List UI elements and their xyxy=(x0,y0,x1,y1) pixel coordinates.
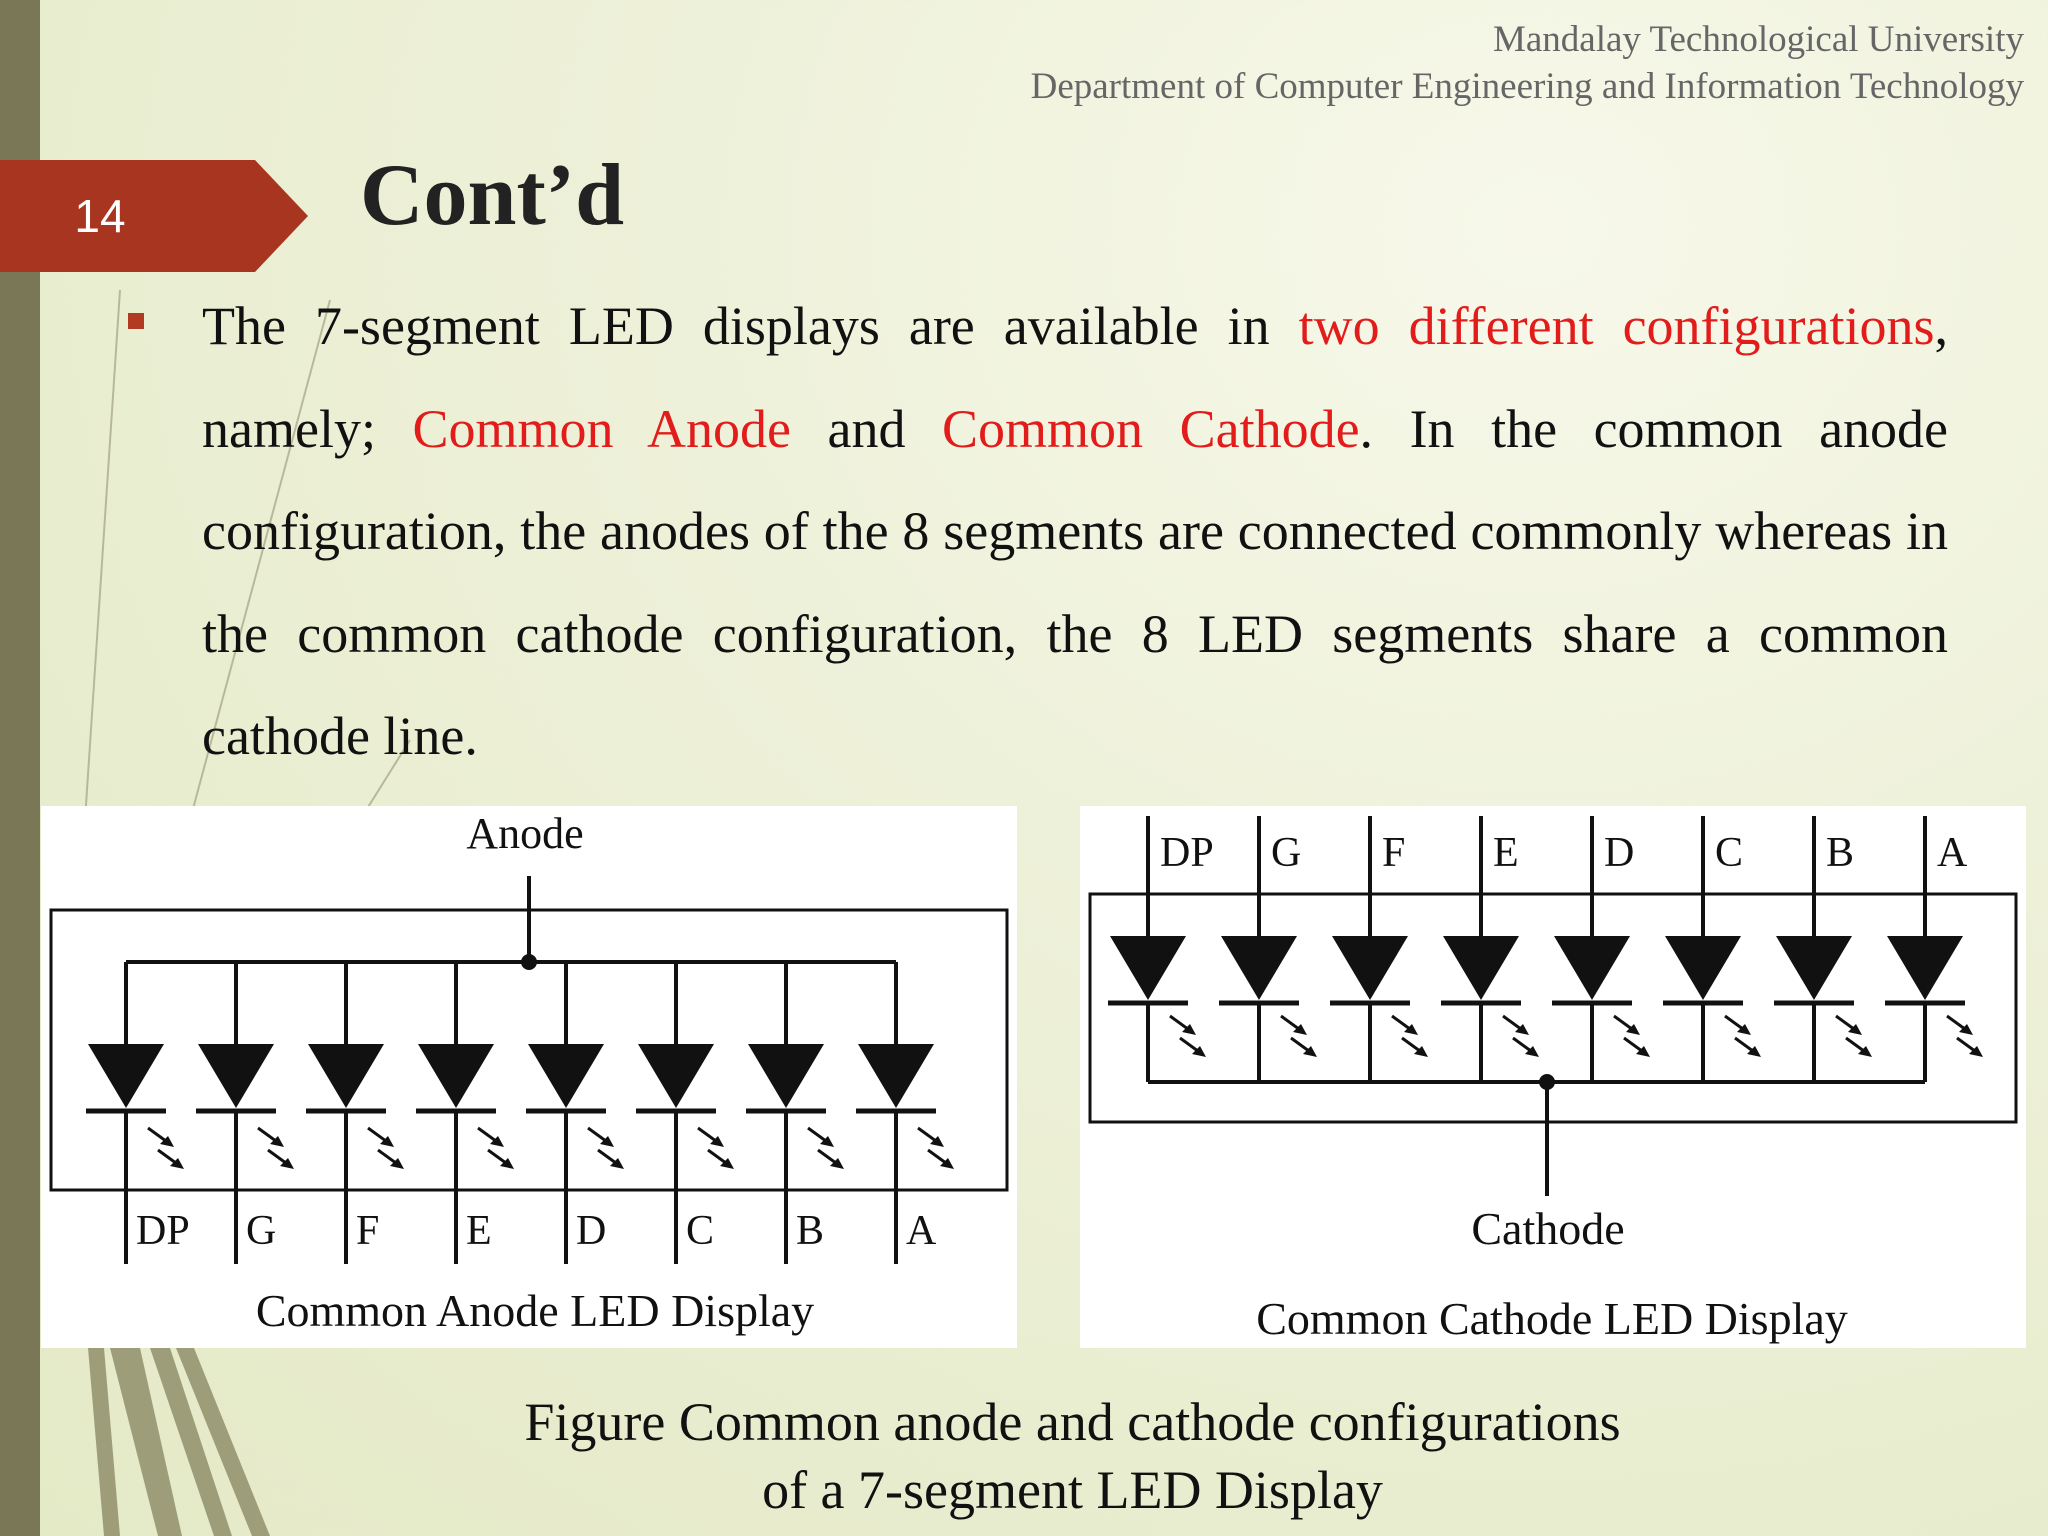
anode-segment-c-diode xyxy=(638,1044,714,1108)
anode-segment-a-label: A xyxy=(906,1208,937,1254)
cathode-segment-b-label: B xyxy=(1826,830,1854,876)
anode-segment-g-diode xyxy=(198,1044,274,1108)
anode-segment-f-diode xyxy=(308,1044,384,1108)
body-text-4: . In the common anode configuration, the… xyxy=(202,398,1948,767)
body-text-2: , namely; xyxy=(202,296,1948,459)
cathode-segment-d-label: D xyxy=(1604,830,1634,876)
slide-number: 14 xyxy=(74,190,126,242)
anode-segment-f-arrowhead-1 xyxy=(390,1158,404,1169)
cathode-segment-g-diode xyxy=(1221,936,1297,1000)
anode-segment-b-label: B xyxy=(796,1208,824,1254)
anode-segment-dp-arrowhead-1 xyxy=(170,1158,184,1169)
cathode-figure-title: Common Cathode LED Display xyxy=(1256,1293,1848,1344)
cathode-segment-d-diode xyxy=(1554,936,1630,1000)
cathode-segment-d-arrowhead-0 xyxy=(1626,1024,1640,1035)
cathode-segment-c-arrowhead-0 xyxy=(1737,1024,1751,1035)
anode-segment-e-arrowhead-1 xyxy=(500,1158,514,1169)
cathode-segment-dp-label: DP xyxy=(1160,830,1214,876)
body-text-3: and xyxy=(791,398,943,459)
anode-segment-a-arrowhead-1 xyxy=(940,1158,954,1169)
body-paragraph: The 7-segment LED displays are available… xyxy=(202,275,1948,788)
cathode-segment-dp-arrowhead-0 xyxy=(1182,1024,1196,1035)
cathode-enclosure xyxy=(1088,892,2018,1124)
figure-caption: Figure Common anode and cathode configur… xyxy=(0,1388,2048,1524)
cathode-segment-g-arrowhead-0 xyxy=(1293,1024,1307,1035)
cathode-segment-b-arrowhead-1 xyxy=(1858,1046,1872,1057)
anode-segment-c-label: C xyxy=(686,1208,714,1254)
anode-segment-b-diode xyxy=(748,1044,824,1108)
cathode-segment-f-arrowhead-1 xyxy=(1414,1046,1428,1057)
anode-segment-c-arrowhead-0 xyxy=(710,1136,724,1147)
anode-segment-e-label: E xyxy=(466,1208,492,1254)
cathode-segment-b-diode xyxy=(1776,936,1852,1000)
body-text-1: The 7-segment LED displays are available… xyxy=(202,296,1299,356)
caption-line-1: Figure Common anode and cathode configur… xyxy=(524,1392,1621,1452)
slide-title: Cont’d xyxy=(360,147,625,244)
anode-segment-c-arrowhead-1 xyxy=(720,1158,734,1169)
anode-segment-d-arrowhead-0 xyxy=(600,1136,614,1147)
cathode-label: Cathode xyxy=(1471,1203,1624,1254)
anode-segment-a-diode xyxy=(858,1044,934,1108)
anode-segment-dp-diode xyxy=(88,1044,164,1108)
cathode-segment-g-label: G xyxy=(1271,830,1301,876)
cathode-segment-a-arrowhead-1 xyxy=(1969,1046,1983,1057)
cathode-segment-e-arrowhead-0 xyxy=(1515,1024,1529,1035)
cathode-segment-e-diode xyxy=(1443,936,1519,1000)
anode-segment-f-arrowhead-0 xyxy=(380,1136,394,1147)
caption-line-2: of a 7-segment LED Display xyxy=(762,1460,1383,1520)
anode-label: Anode xyxy=(466,809,583,858)
cathode-segment-f-diode xyxy=(1332,936,1408,1000)
cathode-segment-d-arrowhead-1 xyxy=(1636,1046,1650,1057)
common-anode-diagram: Anode Common Anode LED Display DP G F E D C B A xyxy=(41,806,1017,1348)
slide-number-tab xyxy=(0,160,308,272)
cathode-segment-a-diode xyxy=(1887,936,1963,1000)
anode-segment-b-arrowhead-0 xyxy=(820,1136,834,1147)
cathode-segment-c-arrowhead-1 xyxy=(1747,1046,1761,1057)
anode-segment-g-label: G xyxy=(246,1208,276,1254)
anode-segment-d-arrowhead-1 xyxy=(610,1158,624,1169)
cathode-segment-c-diode xyxy=(1665,936,1741,1000)
highlight-configurations: two different configurations xyxy=(1298,296,1935,356)
cathode-segment-c-label: C xyxy=(1715,830,1743,876)
bullet-square xyxy=(128,313,144,329)
highlight-common-anode: Common Anode xyxy=(412,398,792,459)
anode-segment-d-diode xyxy=(528,1044,604,1108)
anode-segment-dp-arrowhead-0 xyxy=(160,1136,174,1147)
cathode-segment-a-label: A xyxy=(1937,830,1968,876)
common-cathode-diagram: Cathode Common Cathode LED Display DP G F E… xyxy=(1080,806,2026,1348)
institution-name: Mandalay Technological University xyxy=(1492,19,2024,60)
anode-segment-d-label: D xyxy=(576,1208,606,1254)
cathode-segment-e-arrowhead-1 xyxy=(1525,1046,1539,1057)
cathode-segment-b-arrowhead-0 xyxy=(1848,1024,1862,1035)
anode-segment-e-diode xyxy=(418,1044,494,1108)
cathode-segment-a-arrowhead-0 xyxy=(1959,1024,1973,1035)
cathode-segment-dp-arrowhead-1 xyxy=(1192,1046,1206,1057)
highlight-common-cathode: Common Cathode xyxy=(942,398,1360,459)
anode-segment-dp-label: DP xyxy=(136,1208,190,1254)
cathode-segment-dp-diode xyxy=(1110,936,1186,1000)
anode-figure-title: Common Anode LED Display xyxy=(256,1285,814,1336)
anode-segment-g-arrowhead-0 xyxy=(270,1136,284,1147)
anode-segment-f-label: F xyxy=(356,1208,379,1254)
anode-segment-e-arrowhead-0 xyxy=(490,1136,504,1147)
anode-segment-g-arrowhead-1 xyxy=(280,1158,294,1169)
anode-segment-a-arrowhead-0 xyxy=(930,1136,944,1147)
anode-segment-b-arrowhead-1 xyxy=(830,1158,844,1169)
cathode-segment-e-label: E xyxy=(1493,830,1519,876)
cathode-segment-f-label: F xyxy=(1382,830,1405,876)
cathode-segment-f-arrowhead-0 xyxy=(1404,1024,1418,1035)
cathode-segment-g-arrowhead-1 xyxy=(1303,1046,1317,1057)
department-name: Department of Computer Engineering and I… xyxy=(1030,66,2024,107)
